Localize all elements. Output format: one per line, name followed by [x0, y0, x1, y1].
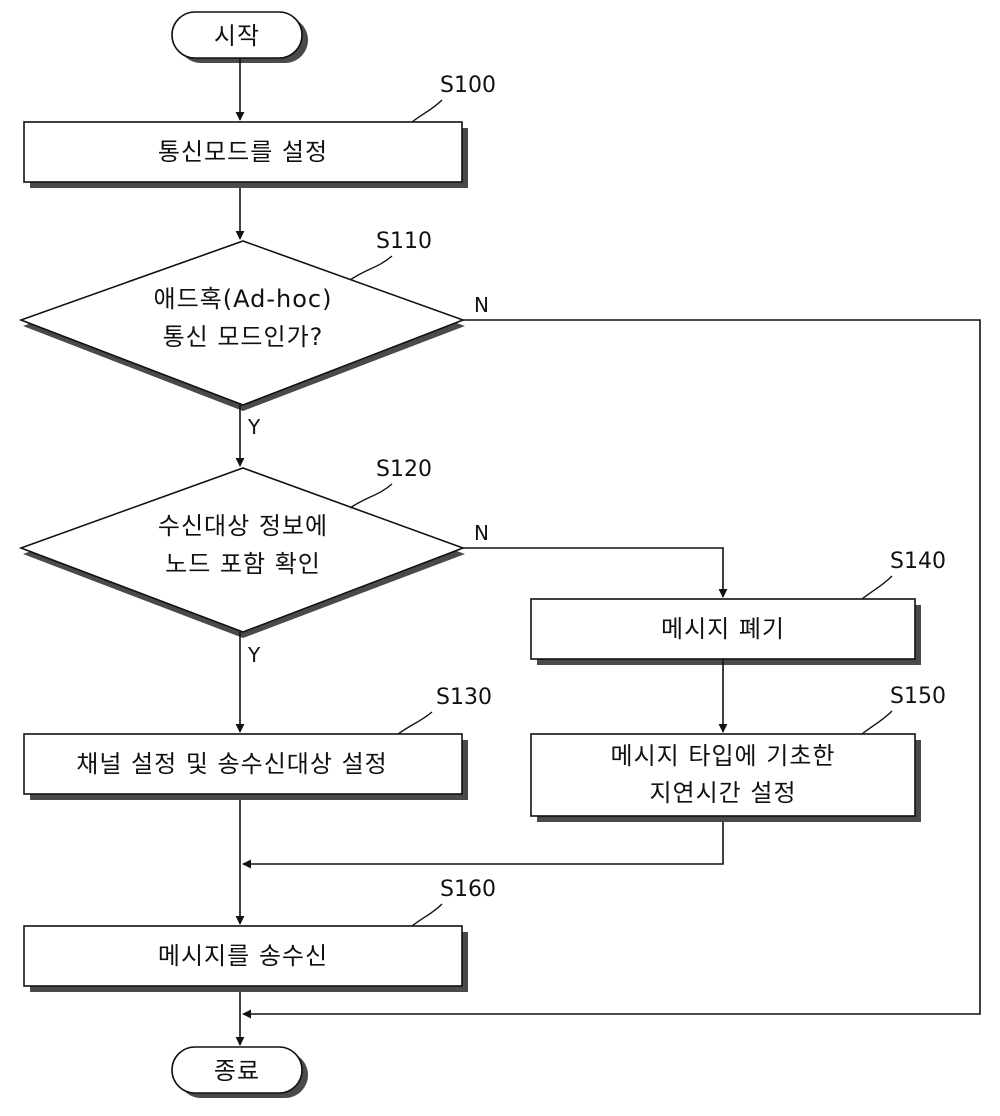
s160-label: 메시지를 송수신 [158, 942, 328, 970]
s110-yes-label: Y [247, 415, 261, 439]
s110-line1: 애드혹(Ad-hoc) [154, 285, 333, 313]
s160-step-label: S160 [440, 877, 496, 902]
process-s150: 메시지 타입에 기초한 지연시간 설정 S150 [531, 684, 946, 822]
start-terminal: 시작 [172, 12, 308, 63]
process-s140: 메시지 폐기 S140 [531, 549, 946, 665]
edge-s150-to-merge [243, 822, 723, 864]
s150-line1: 메시지 타입에 기초한 [611, 742, 836, 770]
s140-step-label: S140 [890, 549, 946, 574]
s100-step-label: S100 [440, 73, 496, 98]
edge-s110-no-to-end [243, 320, 980, 1014]
s110-step-label: S110 [376, 229, 432, 254]
s150-step-label: S150 [890, 684, 946, 709]
s140-label: 메시지 폐기 [661, 615, 785, 643]
decision-s110: 애드혹(Ad-hoc) 통신 모드인가? S110 [21, 229, 465, 411]
s110-no-label: N [474, 293, 489, 317]
decision-s120: 수신대상 정보에 노드 포함 확인 S120 [21, 457, 465, 638]
edge-s120-no-to-s140 [463, 548, 723, 597]
end-label: 종료 [214, 1057, 260, 1085]
s130-label: 채널 설정 및 송수신대상 설정 [76, 750, 387, 778]
s110-line2: 통신 모드인가? [163, 323, 324, 351]
end-terminal: 종료 [172, 1047, 308, 1098]
s120-step-label: S120 [376, 457, 432, 482]
process-s160: 메시지를 송수신 S160 [24, 877, 496, 992]
s130-step-label: S130 [436, 685, 492, 710]
s120-line2: 노드 포함 확인 [165, 550, 321, 578]
s150-line2: 지연시간 설정 [649, 779, 796, 807]
s120-yes-label: Y [247, 643, 261, 667]
s100-label: 통신모드를 설정 [158, 138, 328, 166]
s120-no-label: N [474, 521, 489, 545]
start-label: 시작 [214, 22, 260, 50]
process-s100: 통신모드를 설정 S100 [24, 73, 496, 188]
process-s130: 채널 설정 및 송수신대상 설정 S130 [24, 685, 492, 800]
s120-line1: 수신대상 정보에 [158, 512, 328, 540]
